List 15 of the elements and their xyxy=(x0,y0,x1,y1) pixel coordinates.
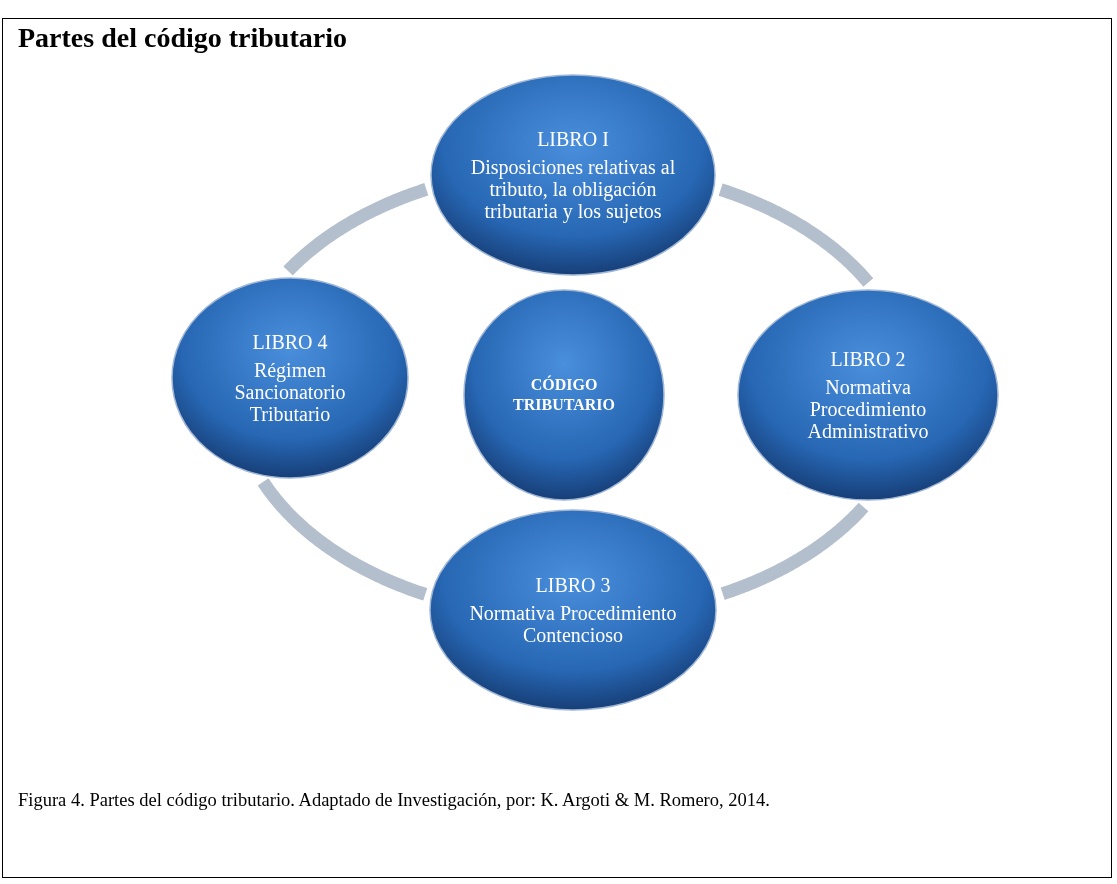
node-heading: LIBRO 2 xyxy=(830,348,906,370)
node-heading: LIBRO 4 xyxy=(252,331,328,353)
ring-connector xyxy=(716,183,874,288)
node-text: Normativa Procedimiento Contencioso xyxy=(468,602,678,646)
node-text: Régimen Sancionatorio Tributario xyxy=(233,359,347,425)
node-heading: LIBRO 3 xyxy=(535,574,611,596)
ring-connector xyxy=(718,502,869,600)
ring-connector xyxy=(282,183,431,277)
title: Partes del código tributario xyxy=(18,22,347,54)
node-text: Disposiciones relativas al tributo, la obligación tributaria y los sujetos xyxy=(469,156,677,222)
caption: Figura 4. Partes del código tributario. Adaptado de Investigación, por: K. Argoti & M. Romero, 2014. xyxy=(18,789,771,812)
ring-connector xyxy=(257,477,430,601)
node-text: CÓDIGO TRIBUTARIO xyxy=(512,375,616,415)
node-heading: LIBRO I xyxy=(537,128,609,150)
node-text: Normativa Procedimiento Administrativo xyxy=(806,376,930,442)
